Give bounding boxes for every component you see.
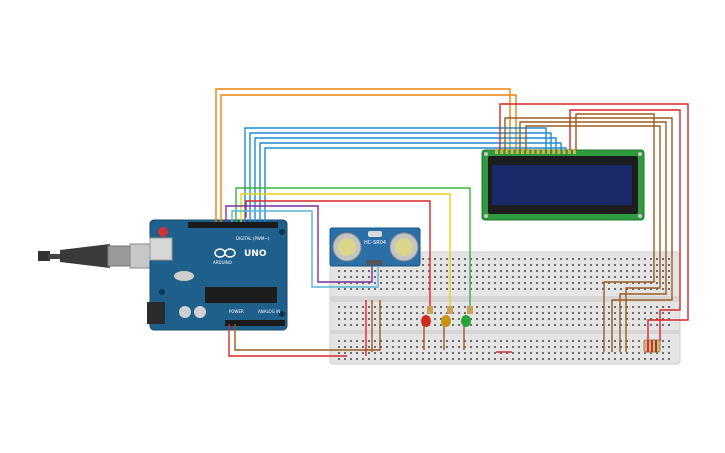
sensor-label: HC-SR04 [364, 240, 386, 246]
led-red[interactable] [421, 306, 433, 327]
infinity-logo-icon [214, 248, 236, 258]
wire-brown-gnd-1[interactable] [234, 300, 381, 351]
wire-cyan-1[interactable] [231, 210, 379, 288]
usb-cable [38, 243, 153, 269]
led-yellow[interactable] [441, 306, 453, 327]
wire-brown-lcd-4[interactable] [575, 113, 655, 352]
wire-red-gnd-1[interactable] [228, 324, 347, 357]
wire-orange-1[interactable] [215, 88, 511, 222]
wire-blue-3[interactable] [254, 137, 557, 222]
arduino-model-label: ARDUINO [213, 260, 232, 265]
arduino-uno-board[interactable]: UNO ARDUINO DIGITAL (PWM~) POWER ANALOG … [147, 219, 288, 331]
wire-brown-lcd-1[interactable] [504, 117, 673, 352]
analog-header-label: ANALOG IN [258, 309, 280, 314]
lcd-display[interactable] [481, 149, 645, 221]
wire-brown-lcd-2[interactable] [519, 121, 667, 352]
wire-purple-1[interactable] [225, 205, 373, 283]
atmega-chip [205, 287, 277, 303]
wire-blue-1[interactable] [244, 127, 547, 222]
wire-red-1[interactable] [245, 200, 431, 308]
lcd-screen [492, 165, 632, 205]
wire-red-lcd-1[interactable] [499, 103, 689, 342]
wire-blue-5[interactable] [264, 147, 567, 222]
wire-brown-lcd-3[interactable] [525, 125, 661, 352]
ultrasonic-sensor[interactable]: HC-SR04 [329, 227, 421, 267]
wire-blue-4[interactable] [259, 142, 562, 222]
breadboard[interactable] [329, 251, 681, 365]
lcd-pin-header [495, 149, 576, 154]
led-green[interactable] [461, 306, 473, 327]
wire-group [215, 88, 689, 357]
wire-orange-2[interactable] [220, 94, 517, 222]
wire-blue-2[interactable] [249, 132, 552, 222]
reset-button[interactable] [158, 227, 168, 237]
digital-header-label: DIGITAL (PWM~) [236, 236, 270, 241]
arduino-brand-label: UNO [244, 249, 267, 259]
resistor[interactable] [643, 339, 661, 353]
wire-yellow-1[interactable] [240, 193, 451, 308]
wire-red-lcd-2[interactable] [569, 109, 681, 342]
wire-green-1[interactable] [235, 187, 471, 308]
power-header-label: POWER [229, 309, 244, 314]
